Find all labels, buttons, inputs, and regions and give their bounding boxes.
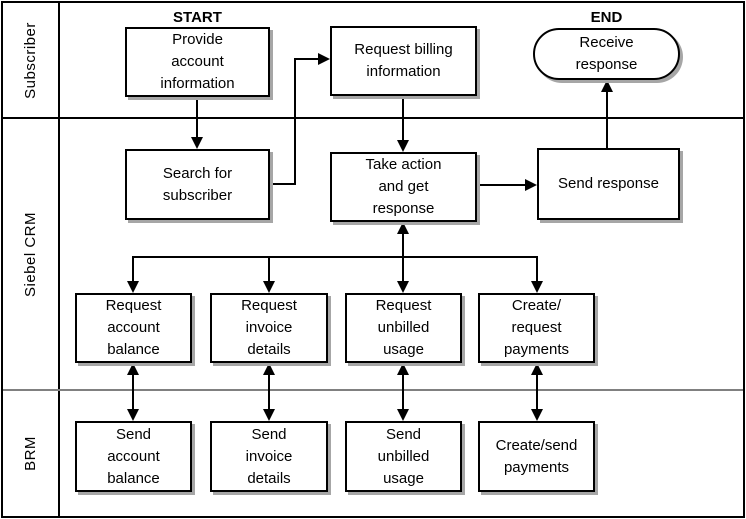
end-marker: END	[590, 9, 623, 26]
node-request-billing-information: Request billing information	[330, 26, 477, 96]
connector-takeaction-to-sendresponse-line	[477, 184, 527, 186]
connector-takeaction-unbilled-line	[402, 230, 404, 285]
node-send-response: Send response	[537, 148, 680, 220]
node-label: Create/send payments	[495, 436, 578, 476]
lane-subscriber: Subscriber	[3, 3, 58, 117]
arrowhead-search-to-billing	[318, 53, 330, 65]
arrowhead-billing-to-takeaction	[397, 140, 409, 152]
connector-provide-to-search-line	[196, 97, 198, 139]
connector-bus-line	[132, 256, 538, 258]
arrowhead-up-create-request-payments	[531, 363, 543, 375]
arrowhead-bus-to-request-invoice	[263, 281, 275, 293]
lane-brm: BRM	[3, 391, 58, 515]
connector-bus-drop-balance	[132, 256, 134, 283]
node-label: Request invoice details	[241, 297, 297, 358]
connector-search-to-billing-seg3	[294, 58, 320, 60]
lane-subscriber-label: Subscriber	[22, 21, 40, 99]
arrowhead-provide-to-search	[191, 137, 203, 149]
node-label: Provide account information	[160, 31, 235, 92]
node-label: Create/ request payments	[503, 297, 570, 358]
lane-brm-label: BRM	[22, 435, 39, 471]
lane-siebel-crm: Siebel CRM	[3, 119, 58, 389]
arrowhead-down-into-request-unbilled	[397, 281, 409, 293]
arrowhead-up-request-unbilled	[397, 363, 409, 375]
node-label: Send account balance	[107, 425, 160, 487]
lane-label-column-divider	[58, 3, 60, 516]
start-marker: START	[173, 9, 222, 26]
node-receive-response-terminator: Receive response	[533, 28, 680, 80]
connector-billing-to-takeaction-line	[402, 96, 404, 142]
arrowhead-up-into-takeaction	[397, 222, 409, 234]
node-label: Send invoice details	[245, 425, 293, 487]
node-label: Take action and get response	[365, 156, 442, 217]
node-send-account-balance: Send account balance	[75, 421, 192, 492]
arrowhead-up-request-balance	[127, 363, 139, 375]
arrowhead-down-send-balance	[127, 409, 139, 421]
arrowhead-bus-to-request-balance	[127, 281, 139, 293]
node-label: Request billing information	[354, 41, 453, 80]
arrowhead-down-send-unbilled	[397, 409, 409, 421]
connector-invoice-double-line	[268, 371, 270, 413]
node-provide-account-information: Provide account information	[125, 27, 270, 97]
node-label: Receive response	[575, 34, 638, 73]
node-label: Request account balance	[105, 297, 162, 358]
node-create-request-payments: Create/ request payments	[478, 293, 595, 363]
node-label: Search for subscriber	[162, 164, 233, 204]
node-request-account-balance: Request account balance	[75, 293, 192, 363]
node-send-invoice-details: Send invoice details	[210, 421, 328, 492]
connector-sendresponse-to-receive-line	[606, 90, 608, 148]
connector-search-to-billing-seg1	[270, 183, 296, 185]
node-request-unbilled-usage: Request unbilled usage	[345, 293, 462, 363]
node-create-send-payments: Create/send payments	[478, 421, 595, 492]
connector-bus-drop-invoice	[268, 256, 270, 283]
node-send-unbilled-usage: Send unbilled usage	[345, 421, 462, 492]
connector-balance-double-line	[132, 371, 134, 413]
arrowhead-sendresponse-to-receive	[601, 80, 613, 92]
node-take-action-get-response: Take action and get response	[330, 152, 477, 222]
connector-search-to-billing-seg2	[294, 58, 296, 185]
node-request-invoice-details: Request invoice details	[210, 293, 328, 363]
arrowhead-down-create-send-payments	[531, 409, 543, 421]
lane-siebel-crm-label: Siebel CRM	[22, 211, 39, 297]
arrowhead-takeaction-to-sendresponse	[525, 179, 537, 191]
connector-payments-double-line	[536, 371, 538, 413]
lane-divider-subscriber-crm	[3, 117, 743, 119]
arrowhead-up-request-invoice	[263, 363, 275, 375]
connector-bus-drop-payments	[536, 256, 538, 283]
connector-unbilled-double-line	[402, 371, 404, 413]
lane-divider-crm-brm	[3, 389, 743, 391]
arrowhead-bus-to-create-request-payments	[531, 281, 543, 293]
node-label: Request unbilled usage	[375, 297, 432, 358]
node-search-for-subscriber: Search for subscriber	[125, 149, 270, 220]
node-label: Send unbilled usage	[377, 425, 430, 487]
arrowhead-down-send-invoice	[263, 409, 275, 421]
node-label: Send response	[558, 175, 659, 192]
